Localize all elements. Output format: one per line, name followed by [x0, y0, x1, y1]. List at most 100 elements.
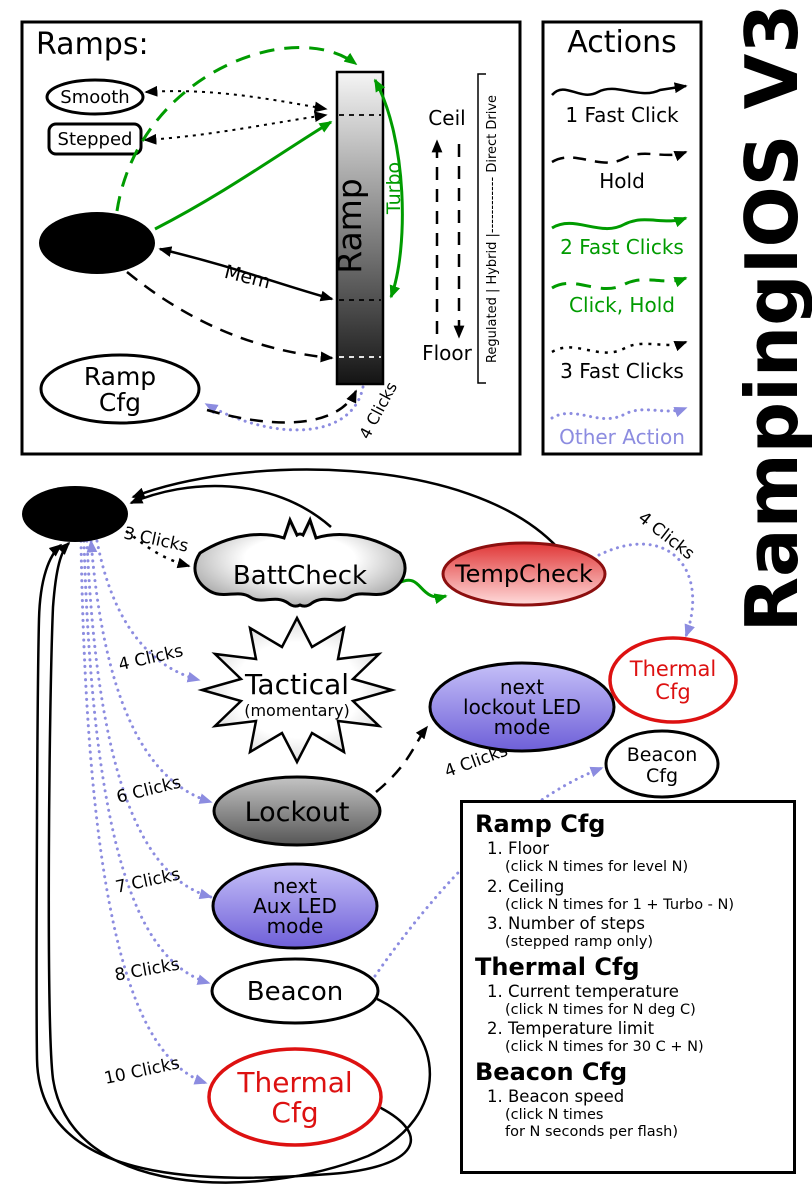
ramp-cfg-label-2: Cfg — [99, 388, 141, 417]
stepped-ramp-label: Stepped — [58, 129, 133, 150]
edge-turbo-range — [373, 78, 404, 299]
regulation-label: Regulated | Hybrid |------------ Direct … — [485, 95, 500, 363]
label-4-clicks-thermal: 4 Clicks — [634, 508, 698, 564]
cfg-note: (click N times — [505, 1106, 604, 1123]
actions-panel-border — [541, 20, 703, 456]
smooth-ramp-node — [45, 78, 145, 116]
edge-smooth-toggle — [144, 85, 328, 113]
lockout-led-label-1: next — [500, 675, 544, 699]
config-panel: Ramp Cfg 1. Floor (click N times for lev… — [460, 800, 796, 1174]
ramp-bar-label: Ramp — [330, 178, 369, 274]
lockout-node — [212, 775, 382, 847]
lockout-led-label-2: lockout LED — [463, 695, 581, 719]
ramps-panel-border — [20, 20, 522, 456]
action-label-1-fast-click: 1 Fast Click — [565, 103, 679, 127]
cfg-note: (click N times for level N) — [505, 859, 689, 876]
regulation-bracket — [477, 73, 486, 384]
action-arrow-hold — [551, 150, 688, 164]
actions-panel: Actions 1 Fast Click Hold 2 Fast Clicks … — [541, 20, 703, 456]
label-4-clicks-tactical: 4 Clicks — [117, 641, 186, 675]
edge-off-to-beacon — [82, 539, 211, 985]
tempcheck-label: TempCheck — [454, 560, 593, 588]
ramps-panel-title: Ramps: — [36, 27, 149, 62]
ramp-cfg-label-1: Ramp — [84, 362, 156, 391]
edge-beacon-to-beaconcfg — [373, 766, 604, 978]
cfg-note: (stepped ramp only) — [505, 934, 654, 951]
aux-led-label-2: Aux LED — [253, 894, 337, 918]
edge-beacon-loop-to-off — [47, 541, 432, 1184]
action-arrow-other-action — [550, 406, 688, 420]
cfg-line: 1. Beacon speed — [487, 1086, 625, 1106]
smooth-ramp-label: Smooth — [60, 87, 129, 108]
thermal-cfg-bottom-label-2: Cfg — [271, 1096, 318, 1129]
floor-label: Floor — [422, 341, 473, 365]
battcheck-node-bat-shape — [193, 515, 407, 608]
edge-battcheck-to-tempcheck — [398, 578, 448, 605]
lockout-led-label-3: mode — [494, 715, 551, 739]
beacon-cfg-heading: Beacon Cfg — [475, 1057, 628, 1086]
label-10-clicks: 10 Clicks — [103, 1053, 182, 1088]
cfg-note: (click N times for N deg C) — [505, 1001, 696, 1018]
aux-led-label-1: next — [273, 874, 317, 898]
aux-led-mode-node — [211, 862, 379, 950]
edge-off-to-auxled — [85, 539, 213, 900]
ramps-panel: Ramps: Smooth Stepped OFF Ramp Turbo Mem… — [20, 20, 522, 456]
tactical-label-2: (momentary) — [244, 701, 350, 720]
action-arrow-click-hold — [551, 276, 688, 290]
thermal-cfg-bottom-label-1: Thermal — [236, 1066, 352, 1099]
off-label-top: OFF — [66, 227, 128, 260]
edge-off-to-turbo-clickhold — [115, 46, 358, 212]
tactical-node-starburst — [197, 615, 397, 765]
edge-off-mem — [158, 246, 334, 302]
edge-off-hold-floor — [126, 271, 334, 363]
cfg-line: 3. Number of steps — [487, 914, 645, 934]
tactical-label-1: Tactical — [244, 668, 349, 701]
edge-ramp-to-rampcfg — [204, 385, 365, 432]
edge-tempcheck-to-thermalcfg — [597, 542, 695, 638]
thermal-cfg-right-label-2: Cfg — [655, 680, 690, 704]
label-6-clicks: 6 Clicks — [115, 772, 184, 807]
action-label-other-action: Other Action — [559, 425, 685, 449]
tempcheck-node — [441, 541, 607, 607]
edge-off-to-ramp-2clicks — [154, 120, 333, 231]
action-arrow-2-fast-clicks — [551, 216, 688, 230]
off-node — [22, 486, 128, 542]
cfg-line: 1. Floor — [487, 839, 550, 858]
action-label-click-hold: Click, Hold — [569, 293, 675, 317]
lockout-led-mode-node — [428, 661, 616, 753]
cfg-note: (click N times for 1 + Turbo - N) — [505, 896, 735, 913]
beacon-cfg-node — [604, 729, 720, 799]
action-arrow-3-fast-clicks — [551, 340, 688, 354]
edge-off-to-thermalcfg-bottom — [79, 539, 208, 1085]
battcheck-label: BattCheck — [233, 561, 367, 591]
edge-thermal-loop-to-off — [35, 543, 412, 1179]
ramp-cfg-node — [39, 353, 201, 425]
action-label-hold: Hold — [599, 169, 645, 193]
page-title: RampingIOS V3 — [730, 4, 812, 633]
cfg-line: 2. Ceiling — [487, 876, 565, 896]
edge-stepped-toggle — [143, 111, 328, 145]
mem-label: Mem — [222, 261, 273, 294]
lockout-label: Lockout — [245, 797, 350, 828]
cfg-line: 2. Temperature limit — [487, 1019, 655, 1039]
beacon-cfg-label-2: Cfg — [646, 765, 678, 787]
edge-battcheck-to-off — [129, 484, 332, 528]
ramp-cfg-heading: Ramp Cfg — [475, 810, 606, 838]
aux-led-label-3: mode — [267, 914, 324, 938]
thermal-cfg-heading: Thermal Cfg — [475, 952, 640, 981]
action-arrow-1-fast-click — [551, 82, 688, 96]
action-label-3-fast-clicks: 3 Fast Clicks — [560, 359, 684, 383]
thermal-cfg-right-label-1: Thermal — [629, 657, 716, 681]
edge-off-to-lockout — [86, 539, 213, 804]
beacon-cfg-label-1: Beacon — [627, 744, 697, 766]
action-label-2-fast-clicks: 2 Fast Clicks — [560, 235, 684, 259]
beacon-label: Beacon — [247, 977, 343, 1007]
edge-tempcheck-to-off — [131, 468, 559, 549]
turbo-label: Turbo — [383, 162, 405, 215]
cfg-line: 1. Current temperature — [487, 981, 679, 1001]
edge-lockout-to-lockoutled — [375, 725, 428, 793]
beacon-node — [210, 957, 380, 1025]
ceil-label: Ceil — [428, 106, 465, 130]
thermal-cfg-right-node — [608, 636, 738, 724]
